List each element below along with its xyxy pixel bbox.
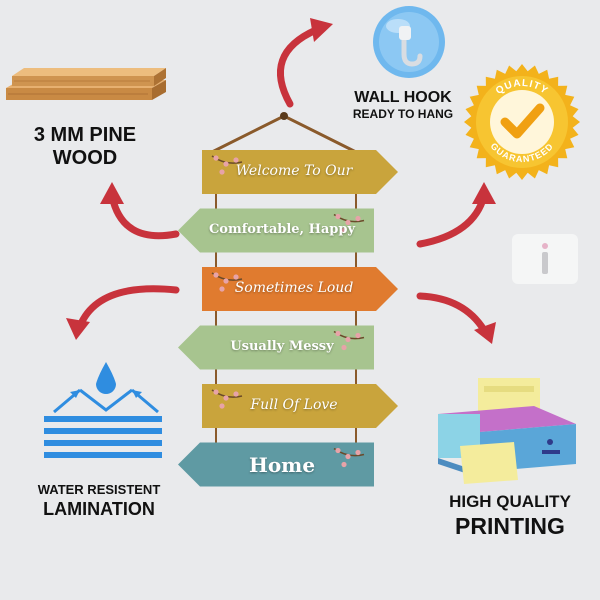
printing-feature-label: HIGH QUALITY PRINTING	[430, 492, 590, 540]
printer-icon	[438, 378, 576, 484]
sign-board	[202, 150, 398, 194]
blossom-flower	[233, 274, 239, 280]
blossom-flower	[219, 286, 225, 292]
blossom-flower	[335, 447, 341, 454]
sign-text: Welcome To Our	[235, 163, 353, 179]
sign-board	[178, 325, 374, 370]
watermark-logo	[512, 234, 578, 284]
sign-text: Full Of Love	[250, 397, 338, 413]
blossom-flower	[223, 395, 229, 401]
wood-planks-icon	[6, 68, 166, 100]
hook-feature-label: WALL HOOK READY TO HANG	[336, 90, 470, 122]
blossom-flower	[355, 449, 361, 456]
blossom-flower	[213, 389, 219, 395]
blossom-flower	[223, 161, 229, 167]
wood-label-line1: 3 MM PINE	[33, 124, 137, 146]
blossom-flower	[213, 155, 219, 161]
printing-label-line2: PRINTING	[455, 513, 565, 539]
blossom-flower	[341, 461, 347, 468]
water-feature-label: WATER RESISTENT LAMINATION	[14, 482, 184, 520]
sign-board	[178, 208, 374, 253]
sign-board	[178, 442, 374, 487]
blossom-flower	[341, 344, 347, 351]
blossom-flower	[223, 278, 229, 284]
arrow-to-wood	[108, 192, 180, 240]
hook-label-title: WALL HOOK	[354, 89, 452, 106]
wall-hook-icon	[373, 6, 445, 78]
sign-text: Sometimes Loud	[234, 280, 354, 296]
blossom-flower	[355, 215, 361, 222]
arrow-to-water	[76, 285, 180, 330]
blossom-flower	[233, 391, 239, 397]
sign-text: Comfortable, Happy	[208, 221, 356, 237]
arrow-to-hook	[276, 26, 320, 108]
sign-board	[202, 267, 398, 311]
printing-label-line1: HIGH QUALITY	[449, 492, 571, 511]
arrow-to-printing	[416, 292, 488, 334]
hook-label-subtitle: READY TO HANG	[352, 107, 454, 121]
sign-board	[202, 384, 398, 428]
wood-label-line2: WOOD	[52, 147, 118, 169]
blossom-flower	[233, 157, 239, 163]
blossom-flower	[213, 272, 219, 278]
sign-text: Home	[248, 452, 316, 477]
blossom-flower	[335, 330, 341, 337]
blossom-flower	[345, 219, 351, 226]
blossom-flower	[219, 169, 225, 175]
water-label-line2: LAMINATION	[43, 499, 155, 519]
blossom-flower	[335, 213, 341, 220]
hanging-sign	[178, 112, 398, 487]
blossom-flower	[341, 227, 347, 234]
water-label-line1: WATER RESISTENT	[37, 482, 161, 497]
sign-text: Usually Messy	[230, 338, 334, 354]
water-drop-icon	[44, 362, 162, 458]
blossom-flower	[219, 403, 225, 409]
wood-feature-label: 3 MM PINE WOOD	[10, 124, 160, 170]
blossom-flower	[345, 453, 351, 460]
quality-badge-icon: QUALITY GUARANTEED	[464, 64, 580, 180]
blossom-flower	[345, 336, 351, 343]
blossom-flower	[355, 332, 361, 339]
